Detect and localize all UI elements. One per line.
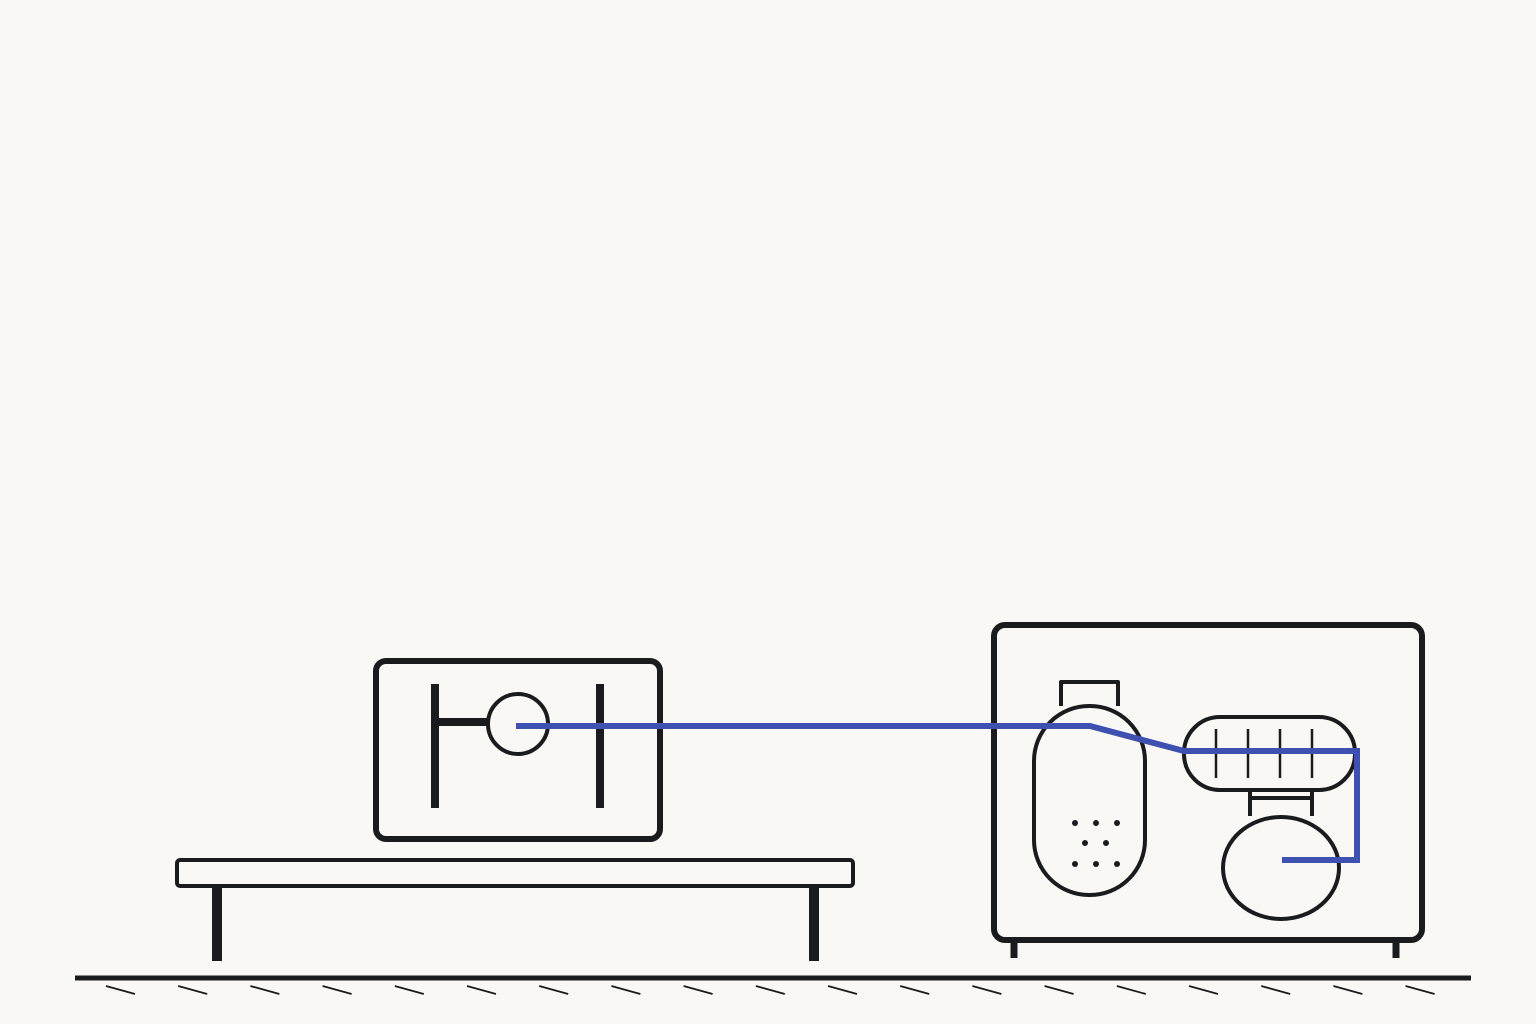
tank-body <box>1032 704 1147 897</box>
floor-hatch-mark <box>1116 985 1147 995</box>
floor <box>75 975 1471 995</box>
floor-hatch-mark <box>1260 985 1291 995</box>
floor-hatch-mark <box>394 985 425 995</box>
tank-handle <box>1059 680 1120 706</box>
blue-pipe-line <box>516 723 1360 863</box>
tank-vent-dots <box>1072 820 1120 867</box>
bench-top <box>175 858 855 888</box>
floor-hatch-mark <box>105 985 136 995</box>
floor-hatch-mark <box>611 985 641 995</box>
floor-hatch-mark <box>538 985 569 995</box>
floor-hatch-mark <box>250 985 280 995</box>
valve-box-icon <box>373 658 663 842</box>
floor-hatch-mark <box>827 985 858 995</box>
bench <box>175 858 855 961</box>
floor-hatch-mark <box>972 985 1002 995</box>
floor-hatch-mark <box>1333 985 1363 995</box>
floor-hatch-mark <box>1405 985 1435 995</box>
floor-hatch-mark <box>466 985 497 995</box>
floor-hatch-mark <box>683 985 713 995</box>
floor-hatch-mark <box>755 985 786 995</box>
floor-hatch-mark <box>177 985 208 995</box>
floor-hatch-mark <box>899 985 930 995</box>
floor-hatch-mark <box>322 985 352 995</box>
floor-hatch-mark <box>1188 985 1219 995</box>
floor-hatching <box>105 985 1435 995</box>
pump-body <box>1221 815 1341 921</box>
floor-hatch-mark <box>1044 985 1074 995</box>
exchanger-bracket <box>1248 791 1314 816</box>
